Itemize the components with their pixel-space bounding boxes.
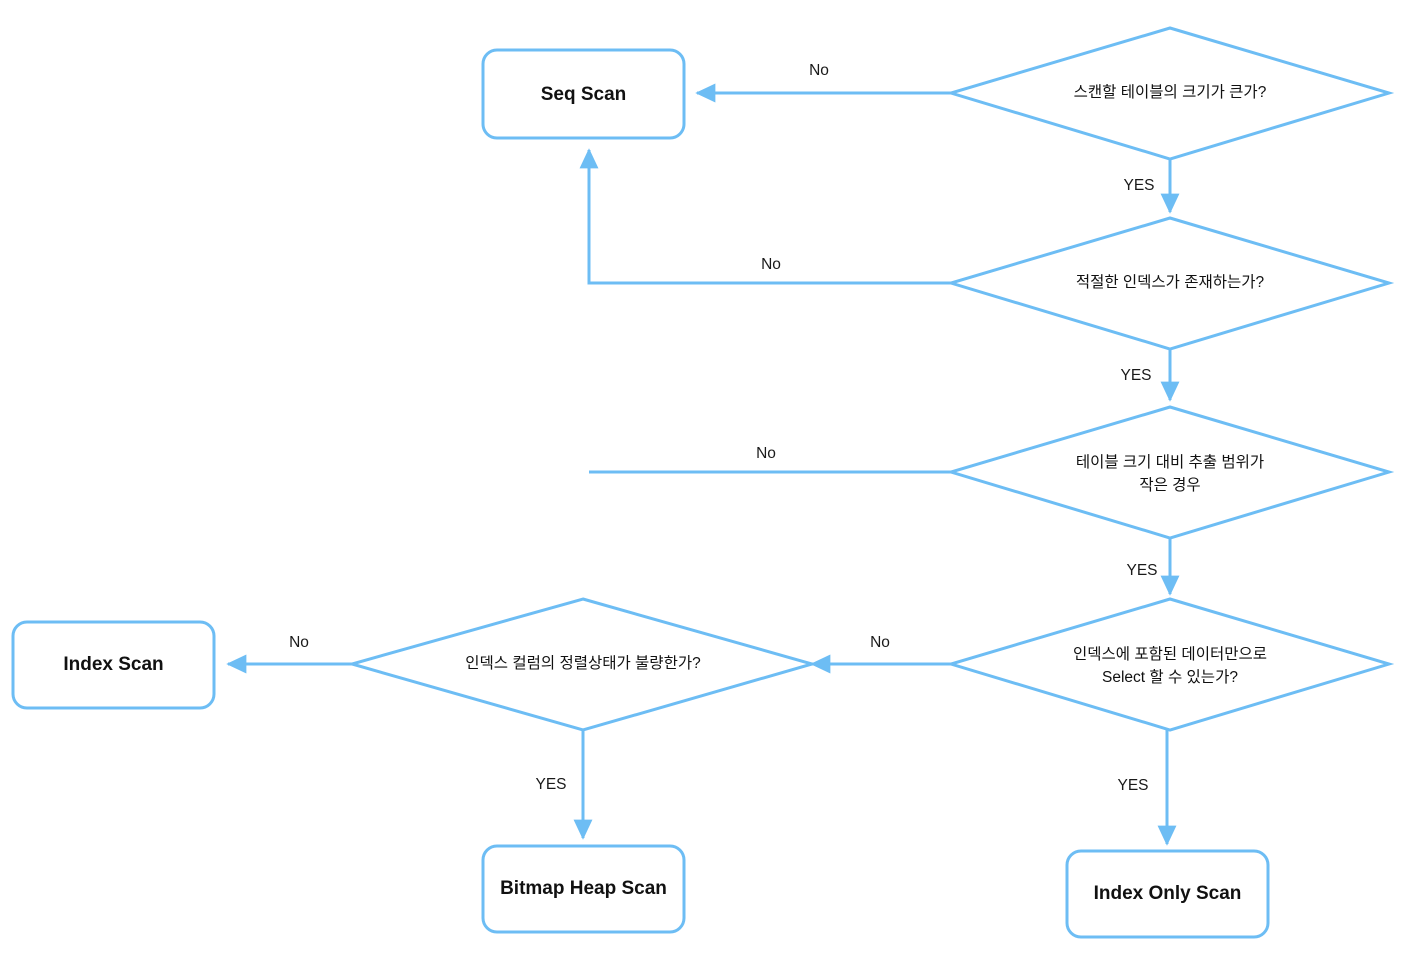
- node-seq-scan-label: Seq Scan: [541, 84, 627, 105]
- edge-sort-bad-no: No: [226, 634, 352, 674]
- node-decision-index-exists-label: 적절한 인덱스가 존재하는가?: [1076, 273, 1265, 291]
- node-decision-sort-bad-label: 인덱스 컬럼의 정렬상태가 불량한가?: [465, 654, 701, 672]
- edge-label-sort-bad-no: No: [289, 634, 309, 651]
- node-decision-index-only-label-line1: 인덱스에 포함된 데이터만으로: [1073, 645, 1267, 663]
- edge-label-index-exists-no: No: [761, 256, 781, 273]
- node-index-only-scan[interactable]: Index Only Scan: [1065, 849, 1270, 939]
- edge-index-only-no: No: [810, 634, 953, 674]
- edge-label-index-only-yes: YES: [1117, 777, 1148, 794]
- node-decision-index-only[interactable]: 인덱스에 포함된 데이터만으로 Select 할 수 있는가?: [945, 597, 1395, 732]
- edge-label-table-size-yes: YES: [1123, 177, 1154, 194]
- node-decision-range-small-label-line1: 테이블 크기 대비 추출 범위가: [1076, 453, 1264, 471]
- edge-index-only-yes: YES: [1117, 730, 1177, 846]
- edge-label-sort-bad-yes: YES: [535, 776, 566, 793]
- edge-label-index-exists-yes: YES: [1120, 367, 1151, 384]
- edge-sort-bad-yes: YES: [535, 730, 593, 840]
- node-decision-range-small-label-line2: 작은 경우: [1139, 476, 1200, 494]
- edge-range-small-no: No: [589, 445, 953, 474]
- node-seq-scan[interactable]: Seq Scan: [481, 48, 686, 140]
- node-decision-table-size-label: 스캔할 테이블의 크기가 큰가?: [1074, 83, 1267, 101]
- edge-index-exists-no: No: [579, 148, 953, 285]
- node-index-scan[interactable]: Index Scan: [11, 620, 216, 710]
- node-decision-table-size[interactable]: 스캔할 테이블의 크기가 큰가?: [945, 26, 1395, 161]
- edge-label-index-only-no: No: [870, 634, 890, 651]
- node-bitmap-heap-scan[interactable]: Bitmap Heap Scan: [481, 844, 686, 934]
- edge-index-exists-yes: YES: [1120, 349, 1180, 402]
- node-decision-index-exists[interactable]: 적절한 인덱스가 존재하는가?: [945, 216, 1395, 351]
- edge-table-size-no: No: [695, 62, 953, 103]
- edge-label-table-size-no: No: [809, 62, 829, 79]
- node-index-scan-label: Index Scan: [63, 654, 163, 675]
- edge-label-range-small-yes: YES: [1126, 562, 1157, 579]
- node-decision-range-small[interactable]: 테이블 크기 대비 추출 범위가 작은 경우: [945, 405, 1395, 540]
- edge-label-range-small-no: No: [756, 445, 776, 462]
- node-decision-sort-bad[interactable]: 인덱스 컬럼의 정렬상태가 불량한가?: [346, 597, 818, 732]
- edge-table-size-yes: YES: [1123, 160, 1180, 214]
- node-bitmap-heap-scan-label: Bitmap Heap Scan: [500, 878, 667, 899]
- node-decision-index-only-label-line2: Select 할 수 있는가?: [1102, 668, 1238, 686]
- edge-range-small-yes: YES: [1126, 538, 1180, 596]
- node-index-only-scan-label: Index Only Scan: [1094, 883, 1242, 904]
